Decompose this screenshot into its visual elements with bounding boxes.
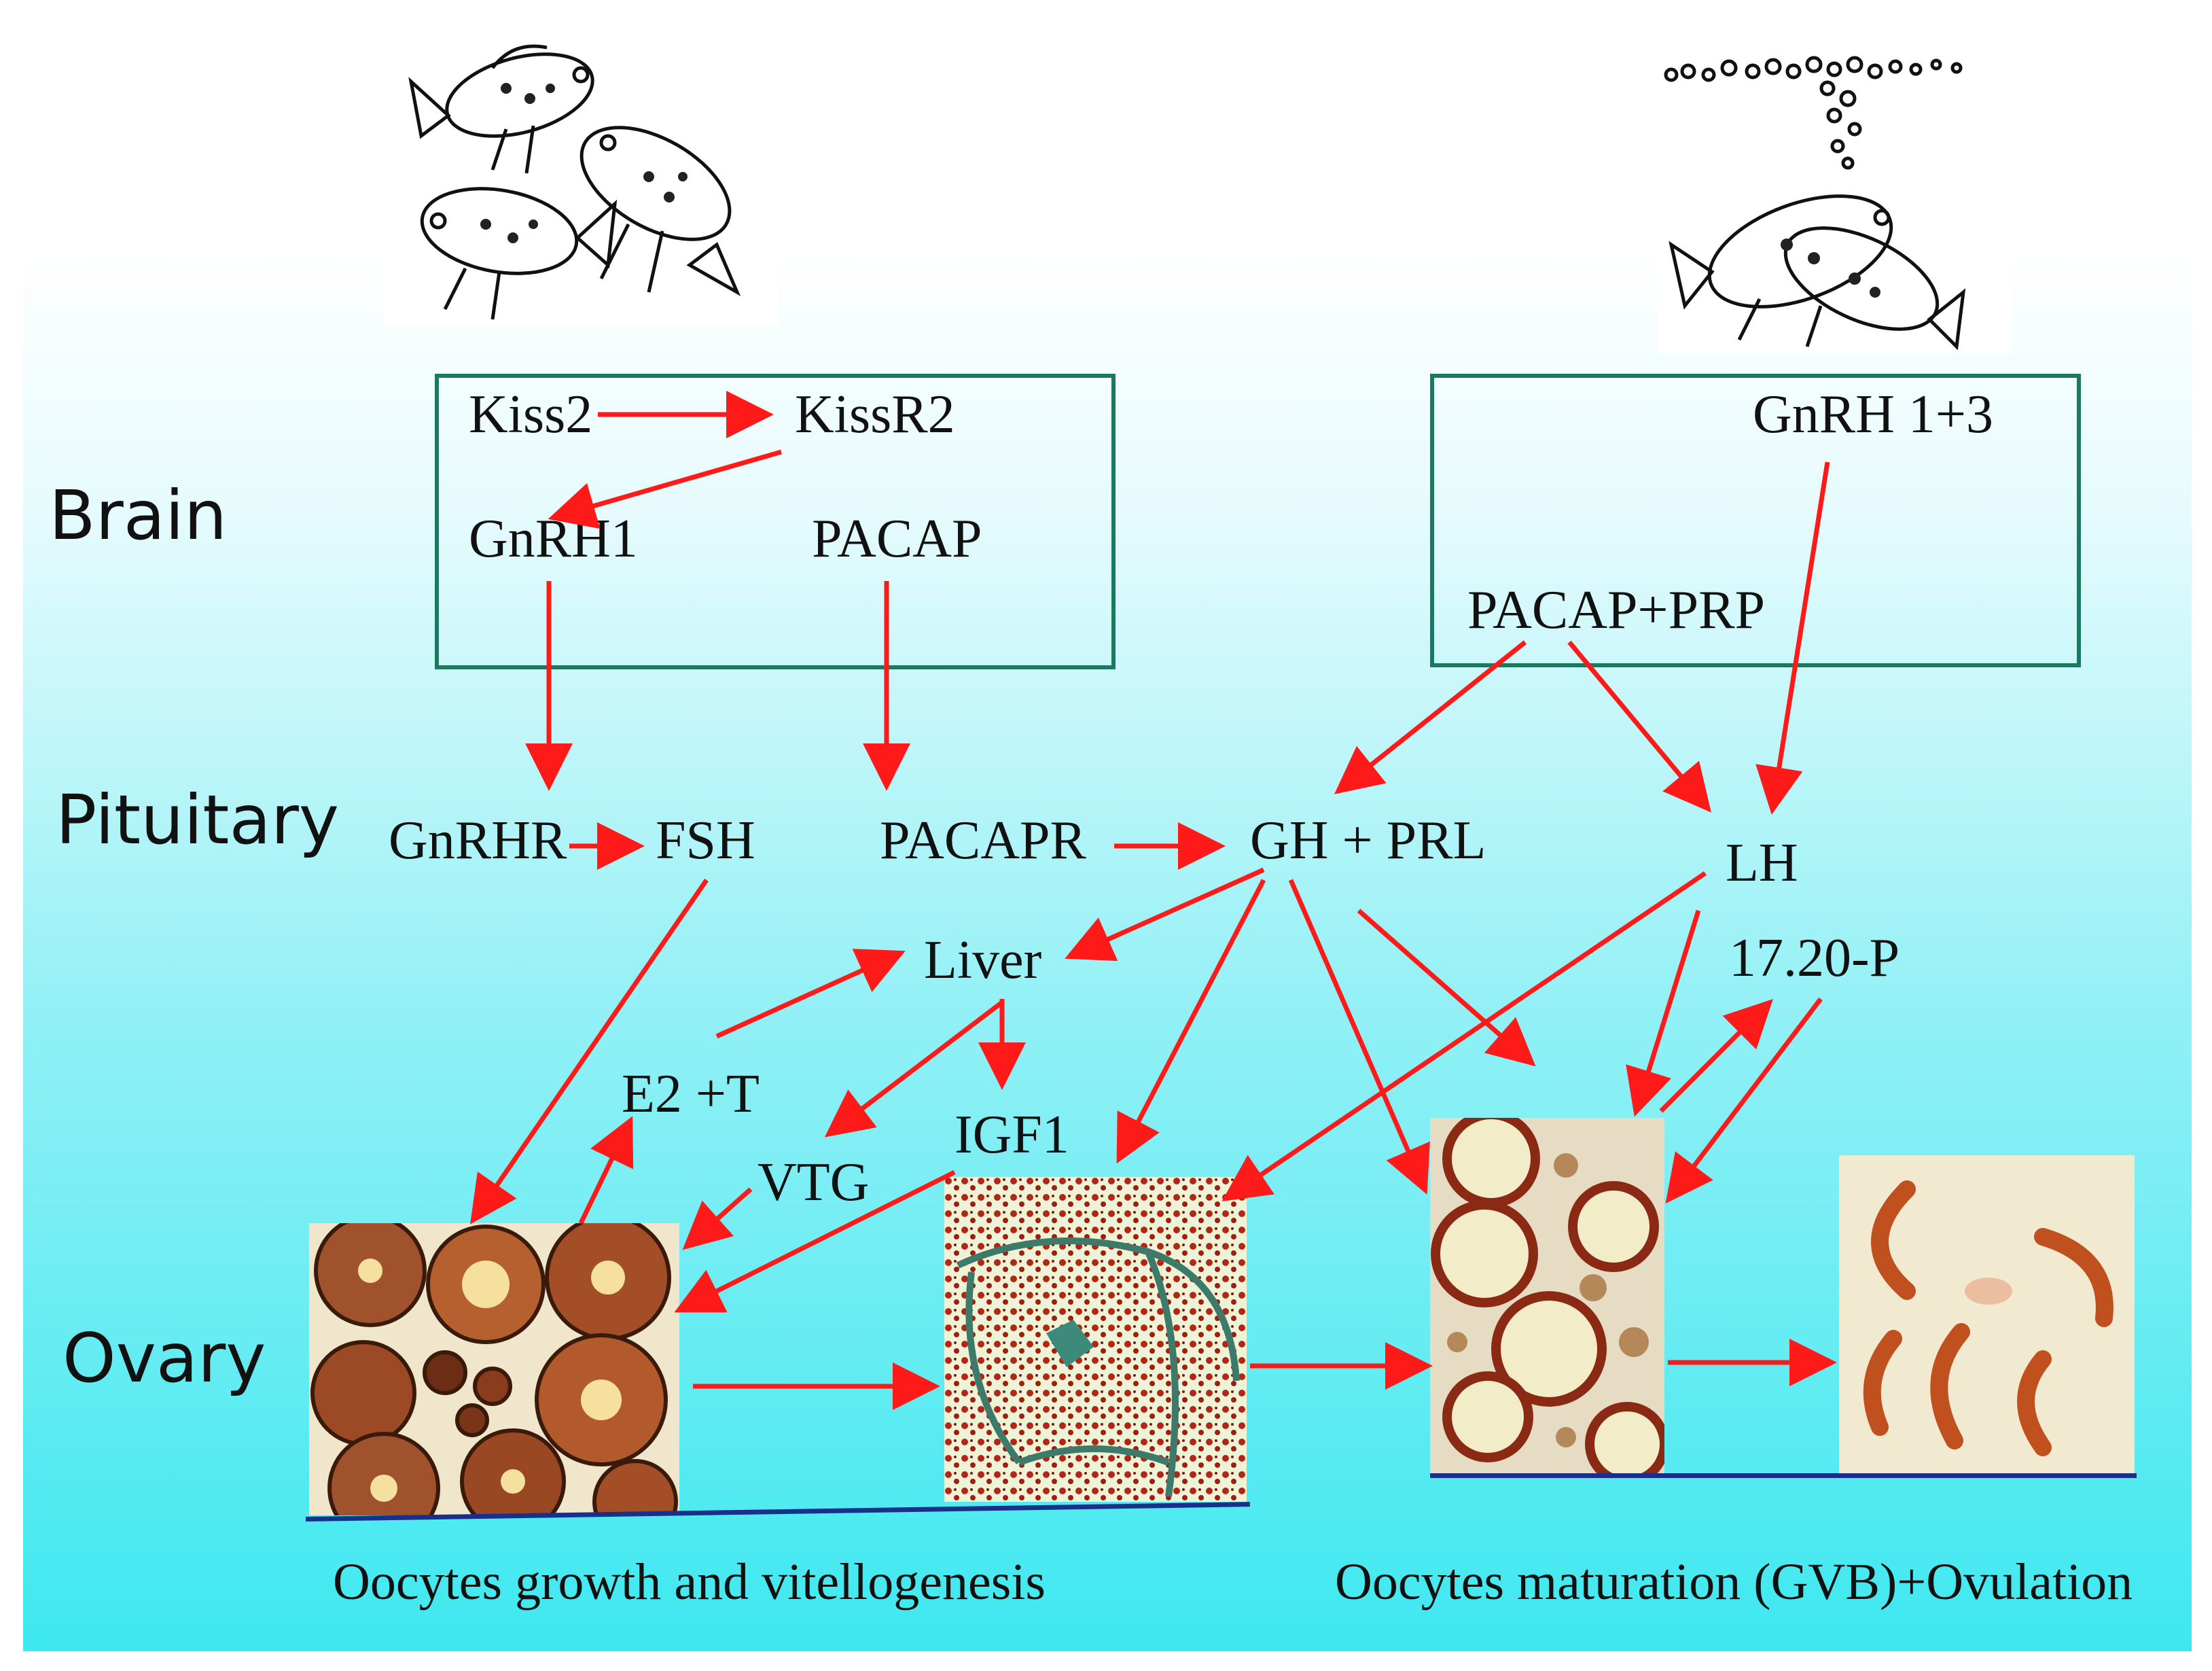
micrograph-previtellogenic-oocytes xyxy=(309,1223,679,1515)
arrow-pacap-prp-to-lh xyxy=(1567,640,1711,813)
node-igf1: IGF1 xyxy=(955,1105,1069,1165)
arrow-lh-to-vitellogenic-oocyte xyxy=(1221,871,1707,1201)
micrograph-vitellogenic-oocytes xyxy=(944,1177,1247,1502)
arrow-gh-prl-to-liver xyxy=(1065,867,1265,962)
spawning-fish-bubblenest-illustration xyxy=(1658,34,2011,353)
node-gnrh-1-3: GnRH 1+3 xyxy=(1753,385,1994,444)
arrow-e2t-to-liver xyxy=(715,949,906,1039)
arrow-gh-prl-to-igf1-oocyte xyxy=(1116,879,1266,1164)
micrograph-ovulated-eggs xyxy=(1839,1155,2135,1478)
arrow-fsh-to-ovary xyxy=(470,879,709,1225)
node-pacap-prp: PACAP+PRP xyxy=(1467,580,1766,640)
row-label-brain: Brain xyxy=(49,476,228,555)
node-e2-t: E2 +T xyxy=(622,1064,760,1124)
micrograph-maturing-oocytes xyxy=(1430,1118,1664,1475)
node-liver: Liver xyxy=(924,930,1042,990)
arrow-gh-prl-to-maturing-ovary xyxy=(1288,879,1430,1195)
arrow-ovary-to-e2t xyxy=(578,1116,634,1225)
brain-box-maturation xyxy=(1430,374,2081,667)
node-17-20-p: 17.20-P xyxy=(1729,928,1900,988)
row-label-pituitary: Pituitary xyxy=(56,780,340,860)
node-vtg: VTG xyxy=(757,1153,870,1212)
brain-box-growth xyxy=(435,374,1116,669)
arrow-igf1-to-ovary xyxy=(674,1169,956,1313)
arrow-lh-to-maturing-ovary xyxy=(1626,909,1701,1117)
fish-group-illustration xyxy=(384,20,778,326)
node-kissr2: KissR2 xyxy=(795,385,955,444)
node-lh: LH xyxy=(1726,833,1798,893)
arrow-ovary-to-17-20-p xyxy=(1659,999,1773,1113)
row-label-ovary: Ovary xyxy=(63,1318,266,1398)
arrow-kissr2-to-gnrh1 xyxy=(548,449,782,529)
caption-maturation-ovulation: Oocytes maturation (GVB)+Ovulation xyxy=(1335,1553,2133,1611)
timeline-baseline-right xyxy=(1430,1473,2137,1478)
node-kiss2: Kiss2 xyxy=(469,385,593,444)
node-gnrhr: GnRHR xyxy=(389,811,567,870)
arrow-pacap-prp-to-gh-prl xyxy=(1334,640,1527,794)
arrow-gnrh13-to-lh xyxy=(1755,461,1830,815)
node-pacap: PACAP xyxy=(812,509,982,569)
node-fsh: FSH xyxy=(656,811,755,870)
caption-growth-vitellogenesis: Oocytes growth and vitellogenesis xyxy=(333,1553,1046,1611)
node-gh-prl: GH + PRL xyxy=(1250,811,1486,870)
arrow-vtg-to-ovary xyxy=(682,1187,753,1250)
arrow-gh-prl-to-maturation xyxy=(1357,909,1536,1067)
arrow-17-20-p-to-ovary xyxy=(1665,997,1823,1204)
node-pacapr: PACAPR xyxy=(880,811,1086,870)
arrow-liver-to-vtg xyxy=(824,1000,1004,1138)
